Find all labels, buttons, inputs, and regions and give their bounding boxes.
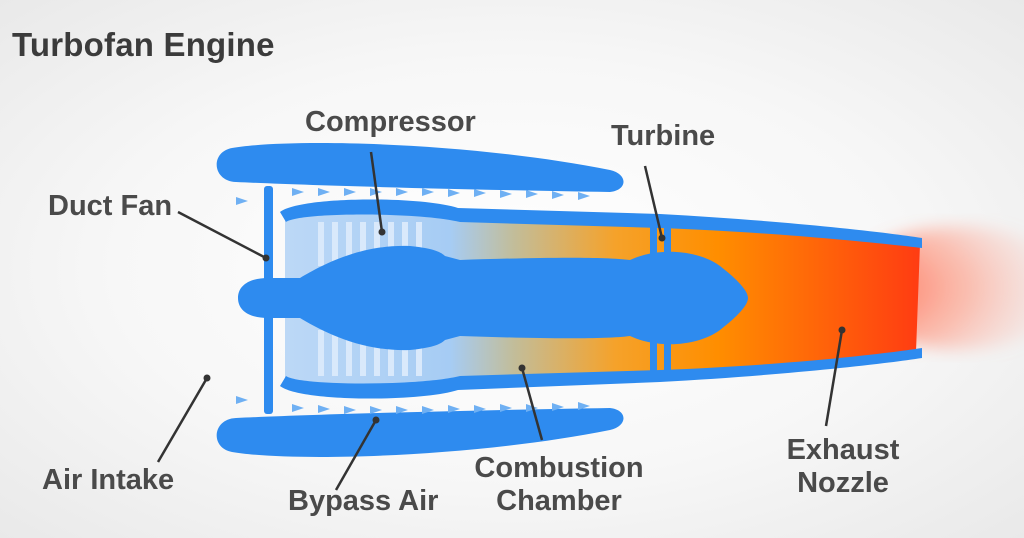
label-bypass-air: Bypass Air [288, 485, 439, 517]
leader-air-intake [156, 374, 211, 463]
leader-exhaust-nozzle [824, 326, 846, 427]
leader-bypass-air [334, 416, 380, 491]
label-combustion-line2: Chamber [496, 485, 622, 518]
label-compressor: Compressor [305, 106, 476, 138]
label-exhaust-nozzle: Exhaust Nozzle [778, 434, 908, 501]
label-turbine: Turbine [611, 120, 716, 152]
diagram-title: Turbofan Engine [12, 26, 275, 63]
label-air-intake: Air Intake [42, 464, 175, 496]
nacelle-lower [216, 408, 624, 457]
label-duct-fan: Duct Fan [48, 190, 173, 222]
compressor-blades [318, 222, 422, 376]
bypass-arrows-lower [236, 396, 590, 414]
bypass-air-arrows [236, 188, 590, 414]
label-combustion-line1: Combustion [474, 452, 644, 484]
leader-turbine [643, 165, 666, 242]
leader-combustion-chamber [518, 364, 544, 441]
nacelle-upper [216, 143, 624, 192]
turbine-blades [650, 224, 671, 376]
label-exhaust-line1: Exhaust [786, 434, 900, 466]
label-combustion-chamber: Combustion Chamber [466, 452, 652, 519]
engine-casing [280, 199, 922, 248]
leader-duct-fan [177, 210, 270, 262]
duct-fan-blade [264, 186, 273, 414]
bypass-arrows-upper [236, 188, 590, 205]
central-shaft [238, 245, 748, 351]
label-exhaust-line2: Nozzle [797, 467, 889, 500]
leader-compressor [369, 151, 386, 236]
engine-casing-lower [280, 348, 922, 399]
leader-lines [156, 151, 846, 491]
